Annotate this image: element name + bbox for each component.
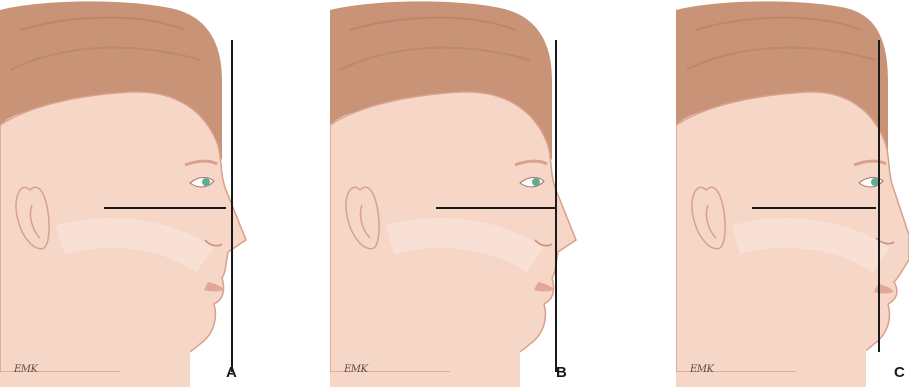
panel-label: A xyxy=(226,365,237,380)
panel-label: B xyxy=(556,365,567,380)
panel-c: EMK C xyxy=(676,0,909,387)
artist-signature: EMK xyxy=(690,365,714,375)
profile-illustration-a xyxy=(0,0,303,387)
artist-signature: EMK xyxy=(14,365,38,375)
profile-illustration-c xyxy=(676,0,909,387)
panel-a: EMK A xyxy=(0,0,303,387)
profile-illustration-b xyxy=(330,0,633,387)
panel-label: C xyxy=(894,365,905,380)
artist-signature: EMK xyxy=(344,365,368,375)
panel-b: EMK B xyxy=(330,0,633,387)
